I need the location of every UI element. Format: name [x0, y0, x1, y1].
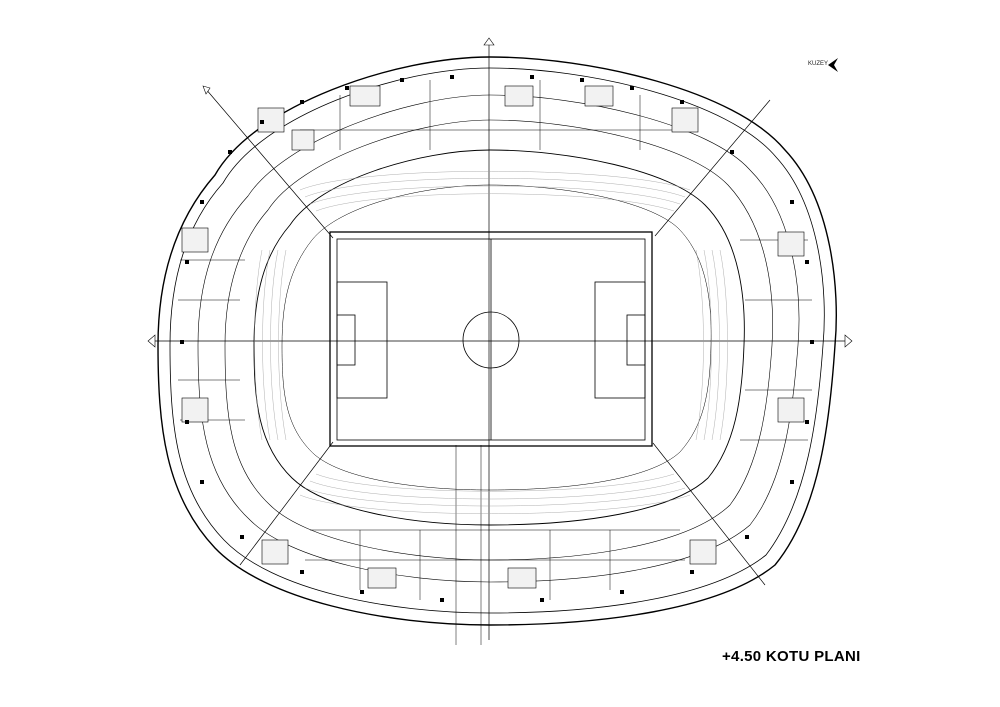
north-label: KUZEY	[808, 61, 829, 67]
section-marker-e	[844, 334, 853, 348]
pitch-boundary	[329, 231, 653, 447]
goal-area-left	[336, 314, 356, 366]
penalty-area-left	[336, 281, 388, 399]
north-arrow-icon	[828, 58, 838, 72]
concourse-ring-inner	[224, 119, 773, 561]
inner-facade-outline	[169, 67, 825, 614]
seating-rows	[254, 171, 728, 514]
section-marker-nw	[202, 85, 211, 95]
centre-circle	[462, 311, 520, 369]
penalty-area-right	[594, 281, 646, 399]
stair-cores	[181, 85, 805, 589]
outer-facade-outline	[157, 56, 837, 626]
axis-diagonal-nw	[204, 87, 334, 239]
axis-diagonal-se	[652, 442, 766, 586]
section-marker-w	[147, 334, 156, 348]
seating-bowl-outer	[253, 149, 745, 526]
goal-area-right	[626, 314, 646, 366]
room-partitions	[178, 80, 812, 600]
structural-columns	[180, 75, 814, 602]
section-marker-top	[483, 37, 495, 46]
plan-title: +4.50 KOTU PLANI	[722, 648, 861, 665]
axis-diagonal-ne	[654, 99, 771, 237]
seating-bowl-inner	[281, 184, 712, 491]
axis-diagonal-sw	[239, 441, 334, 566]
concourse-ring-outer	[197, 94, 800, 583]
